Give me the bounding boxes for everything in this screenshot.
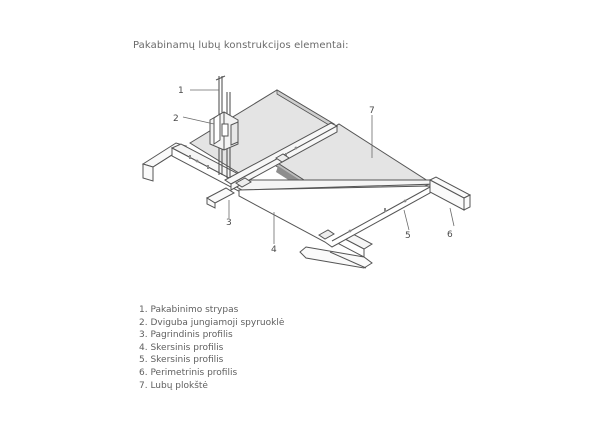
callout-3: 3 [226, 218, 232, 228]
callout-4: 4 [271, 245, 277, 255]
legend-item: 1. Pakabinimo strypas [139, 305, 239, 315]
legend-item: 2. Dviguba jungiamoji spyruoklė [139, 317, 285, 328]
callout-5: 5 [405, 231, 411, 241]
callout-leaders [182, 89, 455, 244]
main-profile-foot [205, 187, 236, 209]
legend-item: 4. Skersinis profilis [139, 342, 224, 353]
legend-item: 6. Perimetrinis profilis [139, 367, 238, 378]
callout-6: 6 [447, 230, 453, 240]
callout-1: 1 [178, 86, 184, 96]
callout-7: 7 [369, 106, 375, 116]
legend-item: 5. Skersinis profilis [139, 355, 224, 366]
connecting-spring-bracket [209, 111, 239, 151]
legend-item: 3. Pagrindinis profilis [139, 330, 233, 341]
cross-profile-slots [348, 199, 407, 233]
perimeter-profile-right [428, 176, 472, 211]
component-legend: 1. Pakabinimo strypas 2. Dviguba jungiam… [139, 304, 284, 392]
diagram-heading: Pakabinamų lubų konstrukcijos elementai: [133, 40, 349, 51]
callout-2: 2 [173, 114, 179, 124]
legend-item: 7. Lubų plokštė [139, 380, 208, 391]
joint-clips [235, 153, 335, 240]
